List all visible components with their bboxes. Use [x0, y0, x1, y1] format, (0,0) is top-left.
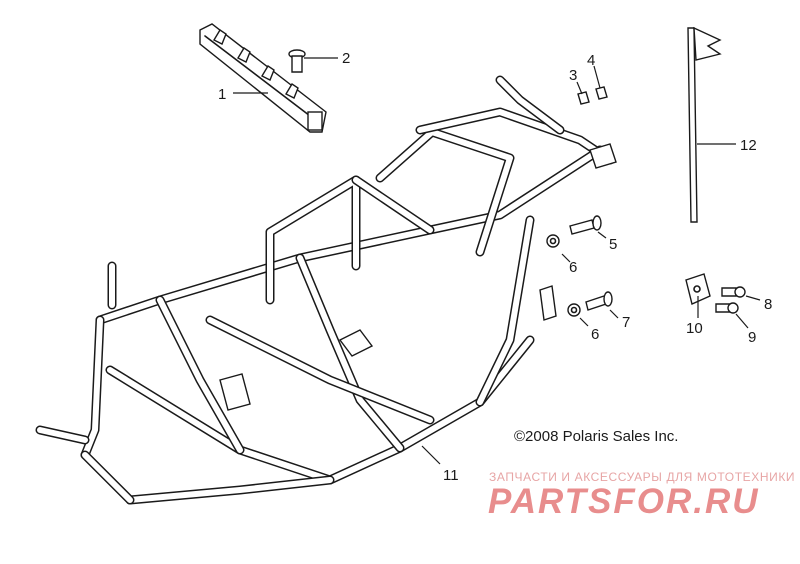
part-12-flag	[687, 26, 722, 223]
callout-8: 8	[764, 296, 772, 313]
watermark-logo: PARTSFOR.RU	[488, 482, 760, 521]
part-1-rail-bracket	[199, 23, 327, 133]
callout-1: 1	[218, 86, 226, 103]
callout-7: 7	[622, 314, 630, 331]
callout-6-upper: 6	[569, 259, 577, 276]
callout-6-lower: 6	[591, 326, 599, 343]
callout-2: 2	[342, 50, 350, 67]
part-8-bolt	[721, 286, 746, 298]
part-5-bolt	[569, 215, 602, 235]
part-9-bolt	[715, 302, 739, 314]
leader-lines	[233, 57, 761, 465]
part-3-bushing	[577, 91, 590, 105]
callout-9: 9	[748, 329, 756, 346]
copyright-notice: ©2008 Polaris Sales Inc.	[514, 428, 679, 445]
callout-4: 4	[587, 52, 595, 69]
part-6-nut-lower	[567, 303, 581, 317]
part-4-bushing	[595, 86, 608, 100]
part-2-bolt	[288, 49, 306, 73]
callout-10: 10	[686, 320, 703, 337]
part-11-frame	[35, 75, 617, 505]
callout-3: 3	[569, 67, 577, 84]
part-7-bolt	[585, 291, 613, 311]
callout-11: 11	[443, 467, 459, 484]
part-6-nut-upper	[546, 234, 560, 248]
watermark-tagline: ЗАПЧАСТИ И АКСЕССУАРЫ ДЛЯ МОТОТЕХНИКИ	[489, 470, 796, 484]
part-10-bracket	[685, 273, 711, 305]
callouts: 1 2 3 4 5 6 6 7 8 9 10 11 12	[218, 50, 772, 484]
callout-12: 12	[740, 137, 757, 154]
callout-5: 5	[609, 236, 617, 253]
